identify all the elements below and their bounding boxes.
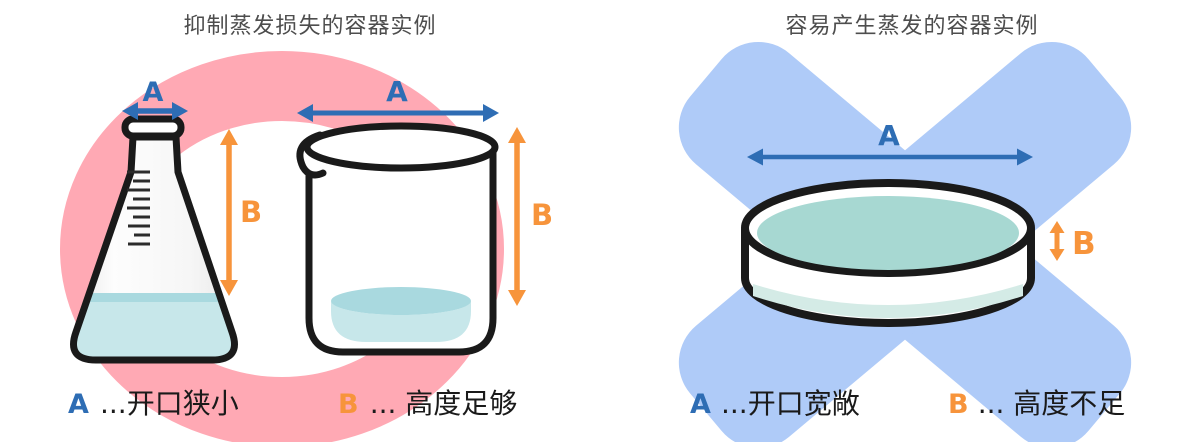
legend-insufficient-height: B ... 高度不足 xyxy=(948,387,1125,420)
legend-letter-b: B xyxy=(338,389,359,420)
flask-width-label: A xyxy=(143,77,164,108)
beaker-outline xyxy=(305,144,497,356)
dish-liquid-band xyxy=(753,284,1023,318)
legend-enough-height-text: ... 高度足够 xyxy=(370,387,518,420)
flask-width-arrow xyxy=(122,102,188,120)
legend-letter-a: A xyxy=(68,389,89,420)
legend-letter-b: B xyxy=(948,389,969,420)
beaker-width-arrow xyxy=(297,104,499,122)
beaker-liquid xyxy=(331,301,471,342)
erlenmeyer-flask xyxy=(70,115,238,364)
right-panel-title: 容易产生蒸发的容器实例 xyxy=(785,14,1038,39)
legend-narrow-opening-text: ...开口狭小 xyxy=(100,387,239,420)
legend-enough-height: B ... 高度足够 xyxy=(338,387,517,420)
flask-outline xyxy=(70,133,238,364)
beaker-width-label: A xyxy=(386,75,408,108)
legend-wide-opening-text: ...开口宽敞 xyxy=(721,387,860,420)
petri-dish xyxy=(741,179,1035,327)
dish-width-label: A xyxy=(878,119,900,152)
dish-width-arrow xyxy=(747,148,1033,166)
left-panel-title: 抑制蒸发损失的容器实例 xyxy=(183,14,436,39)
dish-height-label: B xyxy=(1072,226,1096,262)
flask-height-label: B xyxy=(240,195,262,229)
flask-graduation-marks xyxy=(127,170,150,246)
beaker-height-arrow xyxy=(508,127,526,306)
left-panel: 抑制蒸发损失的容器实例 xyxy=(60,14,553,442)
dish-height-arrow xyxy=(1049,221,1065,261)
dish-liquid-surface xyxy=(757,196,1019,270)
beaker-height-label: B xyxy=(531,198,553,232)
flask-lip xyxy=(121,115,185,140)
right-panel: 容易产生蒸发的容器实例 A B A ...开口宽敞 B . xyxy=(678,14,1132,442)
beaker-liquid-surface xyxy=(331,287,471,315)
legend-narrow-opening: A ...开口狭小 xyxy=(68,387,239,420)
flask-liquid xyxy=(73,293,235,360)
legend-insufficient-height-text: ... 高度不足 xyxy=(978,387,1126,420)
beaker xyxy=(296,122,499,356)
flask-height-arrow xyxy=(220,129,238,296)
legend-letter-a: A xyxy=(690,389,711,420)
legend-wide-opening: A ...开口宽敞 xyxy=(690,387,860,420)
beaker-rim xyxy=(303,122,499,172)
